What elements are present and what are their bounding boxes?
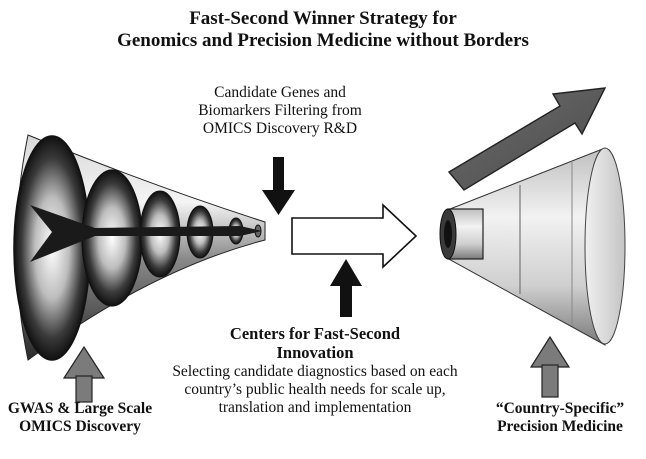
discovery-funnel	[13, 134, 266, 361]
spear-arrow-icon	[30, 205, 262, 262]
gwas-line-2: OMICS Discovery	[19, 417, 141, 435]
growth-arrow-icon	[447, 87, 607, 191]
centers-desc-1: Selecting candidate diagnostics based on…	[172, 362, 458, 380]
candidate-line-1: Candidate Genes and	[214, 84, 346, 101]
gwas-up-arrow-icon	[62, 345, 106, 403]
country-up-arrow-icon	[529, 335, 571, 398]
diagram-title: Fast-Second Winner Strategy for Genomics…	[0, 8, 646, 52]
title-line-2: Genomics and Precision Medicine without …	[117, 29, 529, 51]
candidate-line-2: Biomarkers Filtering from	[198, 101, 362, 119]
gwas-label: GWAS & Large Scale OMICS Discovery	[0, 400, 160, 436]
centers-heading-2: Innovation	[276, 342, 354, 362]
centers-label: Centers for Fast-Second Innovation Selec…	[150, 324, 480, 416]
country-line-1: “Country-Specific”	[495, 400, 625, 417]
candidate-line-3: OMICS Discovery R&D	[202, 119, 358, 137]
centers-desc-3: translation and implementation	[218, 398, 412, 416]
gwas-line-1: GWAS & Large Scale	[7, 400, 153, 417]
country-specific-label: “Country-Specific” Precision Medicine	[475, 400, 645, 436]
down-arrow-icon	[262, 157, 295, 215]
precision-medicine-cone	[439, 147, 626, 346]
hollow-right-arrow-icon	[291, 203, 418, 269]
candidate-genes-label: Candidate Genes and Biomarkers Filtering…	[150, 84, 410, 137]
centers-heading-1: Centers for Fast-Second	[229, 324, 401, 343]
country-line-2: Precision Medicine	[497, 417, 623, 435]
centers-desc-2: country’s public health needs for scale …	[184, 380, 446, 398]
title-line-1: Fast-Second Winner Strategy for	[189, 8, 457, 29]
funnel-ring-2	[81, 169, 143, 307]
up-arrow-icon	[330, 259, 362, 317]
